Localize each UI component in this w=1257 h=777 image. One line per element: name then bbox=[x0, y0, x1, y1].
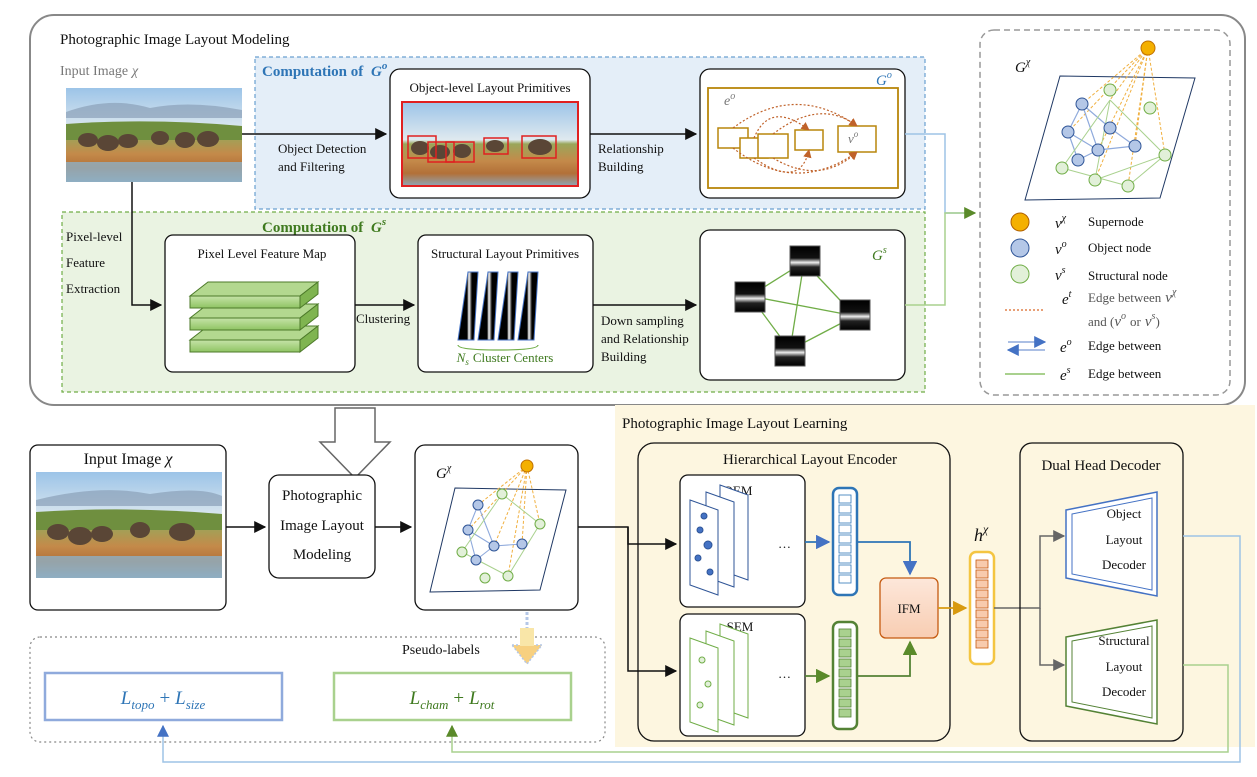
structural-decoder: Structural Layout Decoder bbox=[1065, 619, 1158, 725]
svg-text:Feature: Feature bbox=[66, 255, 105, 270]
loss-left-box bbox=[43, 671, 284, 722]
object-edges bbox=[732, 103, 858, 174]
svg-text:Building: Building bbox=[598, 159, 644, 174]
gs-region-title: Computation of Gs bbox=[262, 216, 386, 236]
svg-text:Building: Building bbox=[601, 349, 647, 364]
oem-vector bbox=[831, 486, 859, 597]
loss-left-text: Ltopo+Lsize bbox=[120, 688, 206, 712]
feature-map-title: Pixel Level Feature Map bbox=[198, 246, 327, 261]
decoder-title: Dual Head Decoder bbox=[1041, 458, 1160, 474]
oem-stack bbox=[689, 484, 749, 596]
h-to-decoder-arrows bbox=[994, 530, 1066, 671]
svg-text:Modeling: Modeling bbox=[293, 547, 352, 563]
top-flow-arrows bbox=[131, 128, 698, 311]
svg-text:Object node: Object node bbox=[1088, 240, 1151, 255]
legend-items: vχ Supernode vo Object node vs Structura… bbox=[1005, 212, 1177, 384]
h-vector bbox=[968, 550, 996, 666]
struct-primitives-title: Structural Layout Primitives bbox=[431, 246, 579, 261]
svg-text:Decoder: Decoder bbox=[1102, 684, 1147, 699]
decoder-box bbox=[1019, 442, 1184, 742]
legend-graph bbox=[1024, 40, 1196, 201]
encoder-box bbox=[637, 442, 951, 742]
encoder-arrows bbox=[805, 534, 918, 684]
svg-text:Layout: Layout bbox=[1106, 532, 1143, 547]
loss-right-box bbox=[332, 671, 573, 722]
svg-text:es: es bbox=[1060, 365, 1071, 384]
legend-graph-label: Gχ bbox=[1015, 57, 1031, 76]
ifm-label: IFM bbox=[897, 601, 921, 616]
object-primitives-title: Object-level Layout Primitives bbox=[409, 80, 570, 95]
svg-text:Photographic: Photographic bbox=[282, 488, 362, 504]
input-photo-bottom bbox=[36, 472, 222, 578]
feature-map-stack bbox=[188, 280, 320, 354]
h-label: hχ bbox=[974, 522, 989, 545]
svg-text:Image Layout: Image Layout bbox=[280, 518, 365, 534]
svg-text:et: et bbox=[1062, 289, 1072, 308]
downsampling-label: Down sampling and Relationship Building bbox=[601, 313, 689, 364]
loss-right-text: Lcham+Lrot bbox=[409, 688, 495, 712]
svg-text:Object Detection: Object Detection bbox=[278, 141, 367, 156]
svg-text:vo: vo bbox=[1055, 239, 1067, 258]
detected-photo bbox=[401, 101, 579, 187]
structural-nodes bbox=[734, 245, 871, 367]
object-detection-label: Object Detection and Filtering bbox=[278, 141, 367, 174]
object-decoder: Object Layout Decoder bbox=[1065, 491, 1158, 597]
relationship-building-label: Relationship Building bbox=[598, 141, 664, 174]
go-region-title: Computation of Go bbox=[262, 60, 388, 80]
svg-text:and Relationship: and Relationship bbox=[601, 331, 689, 346]
cluster-center-maps bbox=[457, 271, 539, 341]
vo-label: vo bbox=[848, 129, 859, 146]
sem-ellipsis: … bbox=[778, 666, 791, 681]
svg-text:Extraction: Extraction bbox=[66, 281, 121, 296]
svg-text:Decoder: Decoder bbox=[1102, 557, 1147, 572]
svg-text:eo: eo bbox=[1060, 337, 1072, 356]
gchi-graph bbox=[429, 459, 567, 593]
oem-ellipsis: … bbox=[778, 536, 791, 551]
merge-lines bbox=[905, 133, 977, 306]
sem-stack bbox=[689, 623, 749, 733]
go-graph-label: Go bbox=[876, 70, 892, 89]
svg-text:and Filtering: and Filtering bbox=[278, 159, 345, 174]
svg-text:Layout: Layout bbox=[1106, 659, 1143, 674]
bottom-flow-arrows bbox=[226, 521, 678, 677]
svg-text:Object: Object bbox=[1107, 506, 1142, 521]
svg-text:Edge between: Edge between bbox=[1088, 338, 1162, 353]
eo-label: eo bbox=[724, 91, 735, 109]
svg-text:vχ: vχ bbox=[1055, 213, 1067, 232]
pseudo-label-arrow bbox=[510, 612, 544, 666]
modeling-title: Photographic Image Layout Modeling bbox=[60, 32, 290, 48]
svg-text:vs: vs bbox=[1055, 265, 1066, 284]
modeling-down-arrow bbox=[318, 407, 392, 480]
input-photo-top bbox=[66, 88, 242, 182]
svg-text:Supernode: Supernode bbox=[1088, 214, 1144, 229]
pseudo-labels-text: Pseudo-labels bbox=[402, 643, 480, 658]
sem-vector bbox=[831, 620, 859, 731]
svg-text:Structural: Structural bbox=[1098, 633, 1150, 648]
svg-text:Relationship: Relationship bbox=[598, 141, 664, 156]
svg-text:Edge between: Edge between bbox=[1088, 366, 1162, 381]
encoder-title: Hierarchical Layout Encoder bbox=[723, 452, 897, 468]
svg-text:Structural node: Structural node bbox=[1088, 268, 1168, 283]
clustering-label: Clustering bbox=[356, 311, 411, 326]
feedback-lines bbox=[157, 535, 1241, 763]
learning-title: Photographic Image Layout Learning bbox=[622, 416, 848, 432]
svg-text:Pixel-level: Pixel-level bbox=[66, 229, 123, 244]
pixel-extraction-label: Pixel-level Feature Extraction bbox=[66, 229, 123, 296]
gchi-label: Gχ bbox=[436, 463, 452, 482]
gs-graph-label: Gs bbox=[872, 245, 887, 264]
pilm-label: Photographic Image Layout Modeling bbox=[280, 488, 365, 563]
svg-text:Down sampling: Down sampling bbox=[601, 313, 684, 328]
